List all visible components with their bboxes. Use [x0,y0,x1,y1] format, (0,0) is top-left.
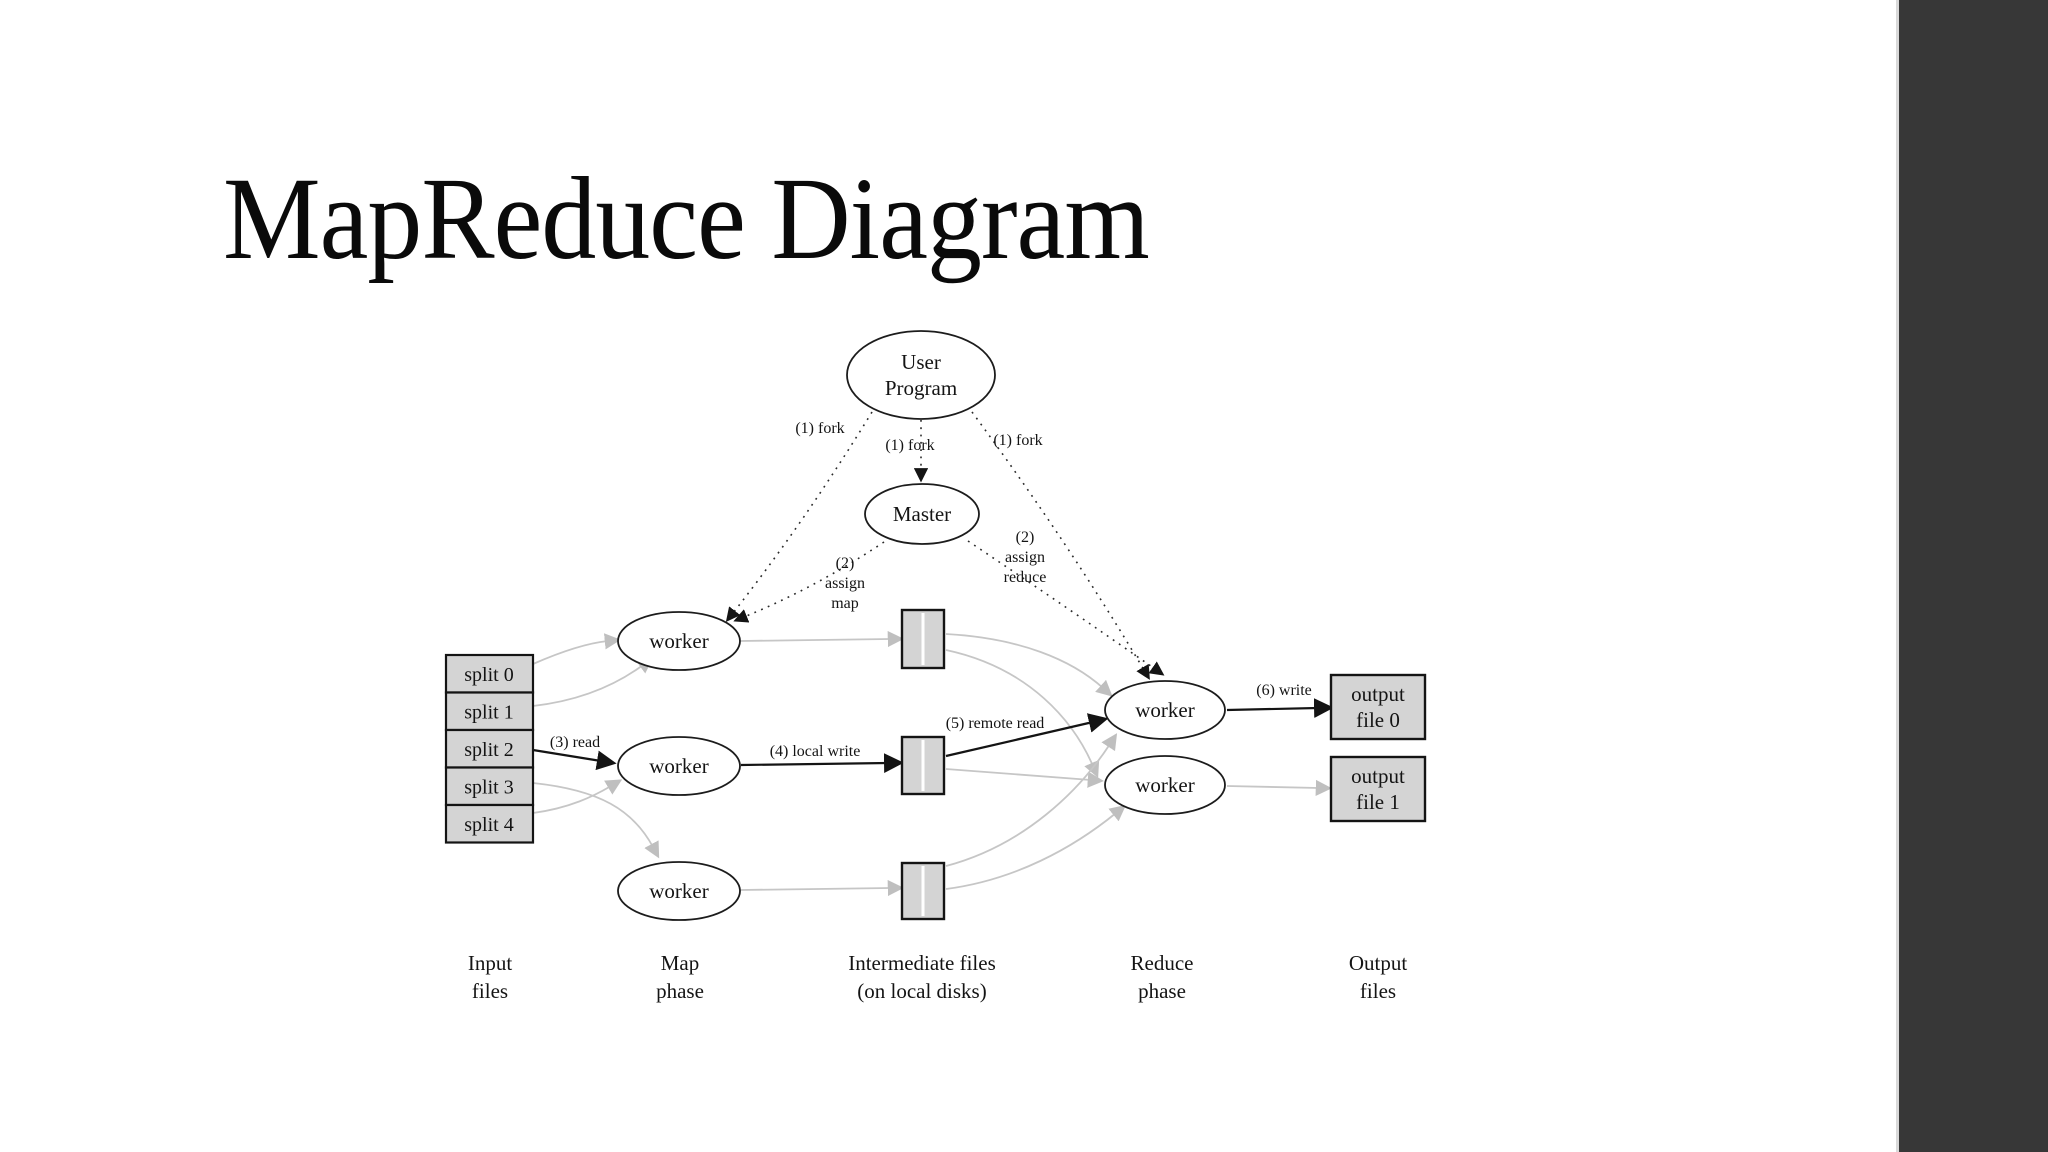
label-assign-map-2: assign [825,575,865,592]
window-side-panel [1896,0,2048,1152]
edge-fork-right [971,411,1150,680]
user-program-node: User Program [846,330,996,420]
label-fork-middle: (1) fork [885,437,934,454]
col-output-1: Output [1349,951,1408,975]
edge-split3-to-mapworker3 [532,782,660,859]
output-file-1-line2: file 1 [1356,790,1400,814]
col-input-2: files [472,979,508,1003]
map-worker-1-label: worker [649,629,708,653]
label-assign-map-3: map [831,595,859,612]
label-fork-right: (1) fork [993,432,1042,449]
label-write: (6) write [1256,682,1312,699]
master-node: Master [864,483,980,545]
intermediate-file-1 [900,608,946,670]
split-3-label: split 3 [464,777,513,799]
map-worker-2-label: worker [649,754,708,778]
output-file-0-box [1329,673,1427,741]
edge-split1-to-mapworker1 [532,657,654,707]
edge-write [1226,698,1334,718]
input-splits: split 0 split 1 split 2 split 3 split 4 [444,653,535,844]
reduce-worker-1-node: worker [1104,680,1226,740]
label-assign-reduce-3: reduce [1004,569,1047,586]
col-reduce-1: Reduce [1131,951,1194,975]
edge-intfile1-to-reduceworker2 [945,649,1100,778]
edge-reduceworker2-to-outputfile1 [1226,779,1332,797]
split-4-label: split 4 [464,814,513,836]
col-intermediate-2: (on local disks) [857,979,986,1003]
reduce-worker-1-label: worker [1135,698,1194,722]
intermediate-file-2 [900,735,946,796]
label-local-write: (4) local write [770,743,861,760]
edge-assign-map [733,541,885,623]
edge-intfile3-to-reduceworker1 [945,733,1118,867]
black-edges [532,698,1334,773]
output-files: output file 0 output file 1 [1329,673,1427,823]
col-map-2: phase [656,979,704,1003]
split-0-label: split 0 [464,664,513,686]
split-4-box [444,803,535,844]
edge-intfile1-to-reduceworker1 [945,633,1113,697]
master-label: Master [893,502,951,526]
edge-local-write [740,753,904,773]
reduce-worker-2-node: worker [1104,755,1226,815]
user-program-line2: Program [885,376,957,400]
label-assign-reduce-1: (2) [1016,529,1035,546]
edge-assign-reduce [967,540,1165,676]
output-file-0-line1: output [1351,682,1405,706]
edge-read [532,748,617,771]
output-file-1-line1: output [1351,764,1405,788]
split-2-box [444,728,535,769]
split-1-label: split 1 [464,702,513,724]
split-0-box [444,653,535,694]
edge-mapworker3-to-intfile3 [740,879,904,897]
col-intermediate-1: Intermediate files [848,951,996,975]
col-map-1: Map [661,951,700,975]
label-assign-map-1: (2) [836,555,855,572]
gray-edges [532,630,1332,897]
map-worker-1-node: worker [617,611,741,671]
edge-mapworker1-to-intfile1 [740,630,904,648]
edge-split4-to-mapworker2 [532,779,623,814]
slide-title: MapReduce Diagram [223,153,1150,284]
map-worker-3-label: worker [649,879,708,903]
col-input-1: Input [468,951,512,975]
reduce-worker-2-label: worker [1135,773,1194,797]
label-assign-reduce-2: assign [1005,549,1045,566]
edge-intfile3-to-reduceworker2 [945,804,1127,890]
dotted-edges [725,411,1165,680]
intermediate-file-3 [900,861,946,921]
split-2-label: split 2 [464,739,513,761]
label-read: (3) read [550,734,600,751]
output-file-1-box [1329,755,1427,823]
col-reduce-2: phase [1138,979,1186,1003]
user-program-line1: User [901,350,941,374]
edge-remote-read [945,713,1109,758]
split-3-box [444,766,535,807]
intermediate-files [900,608,946,921]
edge-intfile2-to-reduceworker2 [945,768,1104,788]
map-worker-3-node: worker [617,861,741,921]
column-labels: Input files Map phase Intermediate files… [468,951,1407,1003]
map-worker-2-node: worker [617,736,741,796]
col-output-2: files [1360,979,1396,1003]
output-file-0-line2: file 0 [1356,708,1400,732]
presentation-slide: MapReduce Diagram [223,153,1427,1003]
label-fork-left: (1) fork [795,420,844,437]
edge-fork-left [725,411,873,623]
label-remote-read: (5) remote read [946,715,1045,732]
edge-labels: (1) fork (1) fork (1) fork (2) assign ma… [550,420,1312,760]
edge-split0-to-mapworker1 [532,633,621,665]
